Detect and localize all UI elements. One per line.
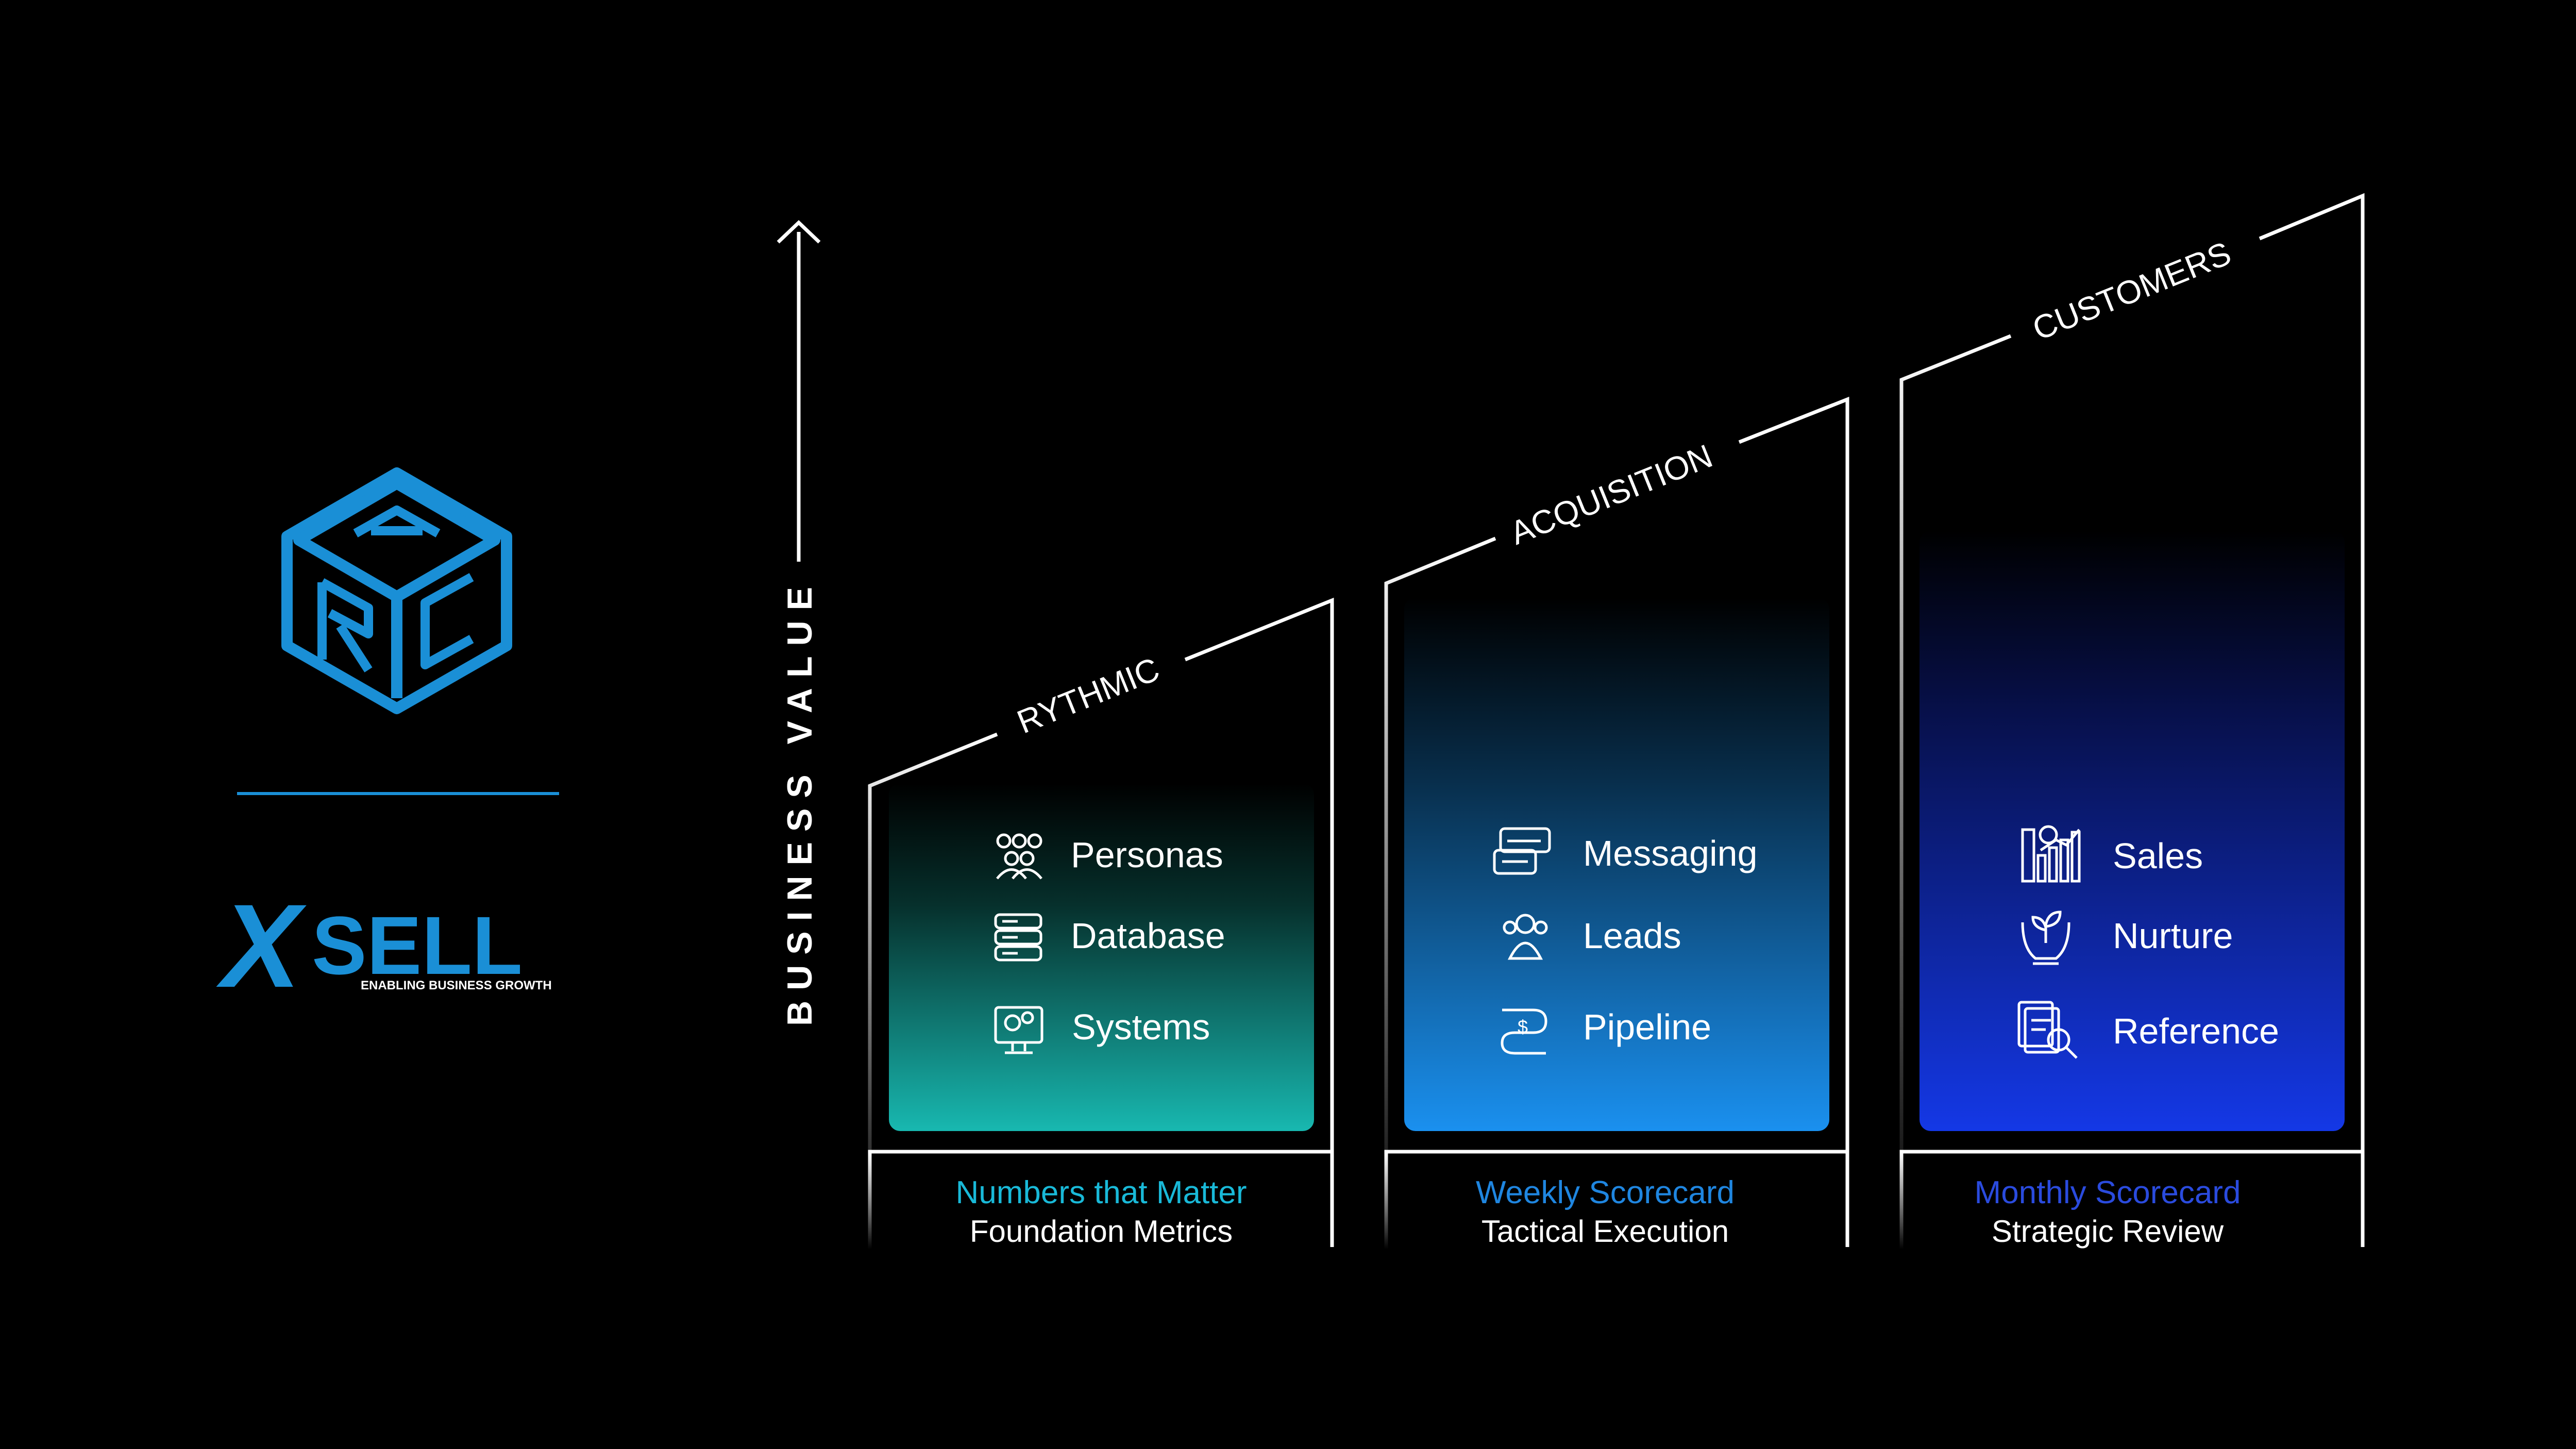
stage-customers: CUSTOMERS Sales Nurture Reference Monthl… (1899, 193, 2365, 1250)
arc-letter-c-shape (420, 573, 474, 669)
stage-3-item-2: Nurture (2113, 916, 2233, 956)
stage-2-caption-title: Weekly Scorecard (1476, 1175, 1735, 1210)
systems-icon (994, 1006, 1043, 1054)
stage-rythmic: RYTHMIC Personas Database Systems Number… (868, 597, 1334, 1250)
arc-cube-outline (281, 467, 512, 714)
reference-icon (2017, 1001, 2078, 1059)
stage-1-caption-bracket (868, 1150, 1334, 1250)
stage-1-panel (889, 783, 1314, 1131)
stage-2-roof-label: ACQUISITION (1505, 437, 1718, 552)
logo-divider (237, 792, 559, 795)
stage-1-caption-title: Numbers that Matter (955, 1175, 1247, 1210)
xsell-tagline: ENABLING BUSINESS GROWTH (361, 979, 552, 992)
stage-2-caption-subtitle: Tactical Execution (1481, 1214, 1729, 1249)
stage-2-roof-left (1384, 536, 1496, 1247)
xsell-logo: X SELL ENABLING BUSINESS GROWTH (216, 880, 552, 1012)
arc-logo (281, 467, 512, 714)
database-icon (994, 913, 1042, 962)
stage-3-roof-right (2259, 193, 2365, 1247)
stage-2-caption-bracket (1384, 1150, 1849, 1250)
stage-2-item-3: Pipeline (1583, 1007, 1711, 1047)
stage-3-caption-bracket (1899, 1150, 2365, 1250)
stage-1-item-3: Systems (1072, 1007, 1210, 1047)
axis-label: BUSINESS VALUE (780, 577, 819, 1026)
stage-1-item-1: Personas (1071, 835, 1223, 875)
arc-letter-r-shape (317, 578, 373, 672)
stage-3-panel (1920, 531, 2345, 1131)
stage-3-item-3: Reference (2113, 1011, 2279, 1051)
sales-chart-icon (2021, 825, 2081, 883)
xsell-sell: SELL (312, 899, 523, 991)
stage-3-item-1: Sales (2113, 836, 2203, 876)
personas-icon (996, 833, 1042, 880)
stage-3-roof-left (1899, 334, 2012, 1247)
stage-1-item-2: Database (1071, 916, 1225, 956)
stage-3-roof-label: CUSTOMERS (2027, 234, 2236, 348)
arc-letter-a-shape (353, 506, 441, 537)
stage-3-caption-subtitle: Strategic Review (1992, 1214, 2224, 1249)
stage-3-caption-title: Monthly Scorecard (1975, 1175, 2241, 1210)
messaging-icon (1493, 827, 1551, 875)
stage-2-item-1: Messaging (1583, 833, 1758, 873)
stage-1-caption-subtitle: Foundation Metrics (970, 1214, 1233, 1249)
xsell-x: X (216, 880, 307, 1012)
business-value-axis: BUSINESS VALUE (777, 220, 821, 1257)
axis-arrow-icon (777, 220, 821, 244)
stage-1-roof-label: RYTHMIC (1012, 650, 1165, 741)
stage-1-roof-right (1184, 597, 1334, 1247)
nurture-icon (2021, 911, 2070, 965)
pipeline-icon: $ (1501, 1008, 1547, 1055)
stage-acquisition: ACQUISITION Messaging Leads $ Pipeline W… (1384, 396, 1849, 1250)
leads-icon (1503, 914, 1548, 960)
stage-2-panel (1404, 598, 1829, 1131)
stage-2-roof-right (1738, 396, 1849, 1247)
svg-text:$: $ (1518, 1016, 1528, 1037)
stage-1-roof-left (868, 732, 998, 1247)
stage-2-item-2: Leads (1583, 916, 1681, 956)
